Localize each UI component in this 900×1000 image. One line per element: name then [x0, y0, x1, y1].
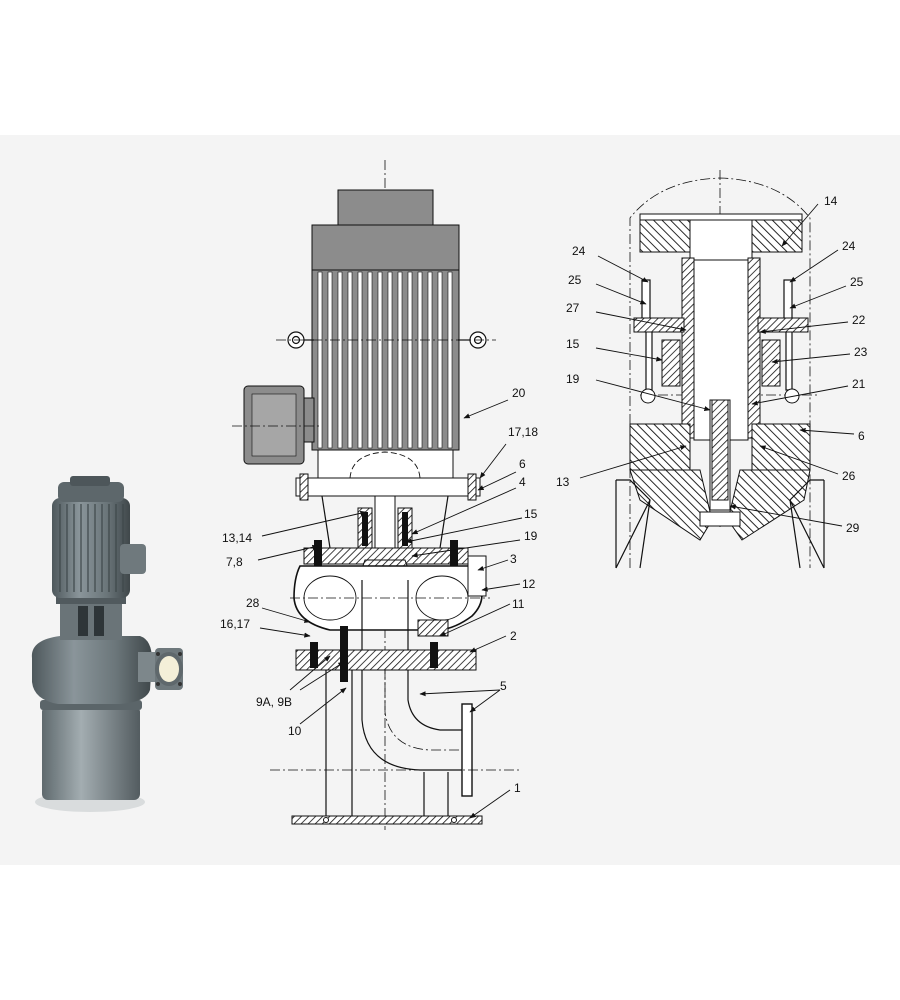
- detail-callout-25-right: 25: [850, 275, 864, 289]
- callout-13-14: 13,14: [222, 531, 252, 545]
- detail-callout-29: 29: [846, 521, 860, 535]
- callout-12: 12: [522, 577, 536, 591]
- leader-lines: [257, 399, 523, 819]
- detail-callout-15: 15: [566, 337, 580, 351]
- callout-11: 11: [512, 597, 525, 611]
- detail-callout-24-right: 24: [842, 239, 856, 253]
- detail-callout-23: 23: [854, 345, 868, 359]
- assembly-drawing: 20 17,18 6 4 13,14 15 7,8 19 3 12 28 11 …: [220, 160, 538, 830]
- callout-3: 3: [510, 552, 517, 566]
- motor-fins: [317, 271, 453, 449]
- detail-callout-27: 27: [566, 301, 580, 315]
- callout-16-17: 16,17: [220, 617, 250, 631]
- callout-1: 1: [514, 781, 521, 795]
- detail-callout-19: 19: [566, 372, 580, 386]
- callout-19: 19: [524, 529, 538, 543]
- callout-17-18: 17,18: [508, 425, 538, 439]
- callout-4: 4: [519, 475, 526, 489]
- detail-callout-6: 6: [858, 429, 865, 443]
- detail-callout-22: 22: [852, 313, 866, 327]
- detail-callout-13: 13: [556, 475, 570, 489]
- detail-callout-21: 21: [852, 377, 866, 391]
- callout-5: 5: [500, 679, 507, 693]
- detail-callout-24-left: 24: [572, 244, 586, 258]
- callout-15: 15: [524, 507, 538, 521]
- callout-9a-9b: 9A, 9B: [256, 695, 292, 709]
- seal-detail-drawing: 14 24 24 25 25 27 22 15 23 19 21 6 13 26…: [556, 170, 868, 569]
- callout-6: 6: [519, 457, 526, 471]
- callout-2: 2: [510, 629, 517, 643]
- callout-20: 20: [512, 386, 526, 400]
- callout-10: 10: [288, 724, 302, 738]
- callout-7-8: 7,8: [226, 555, 243, 569]
- pump-photo: [31, 476, 183, 812]
- callout-28: 28: [246, 596, 260, 610]
- detail-callout-26: 26: [842, 469, 856, 483]
- detail-callout-14: 14: [824, 194, 838, 208]
- detail-callout-25-left: 25: [568, 273, 582, 287]
